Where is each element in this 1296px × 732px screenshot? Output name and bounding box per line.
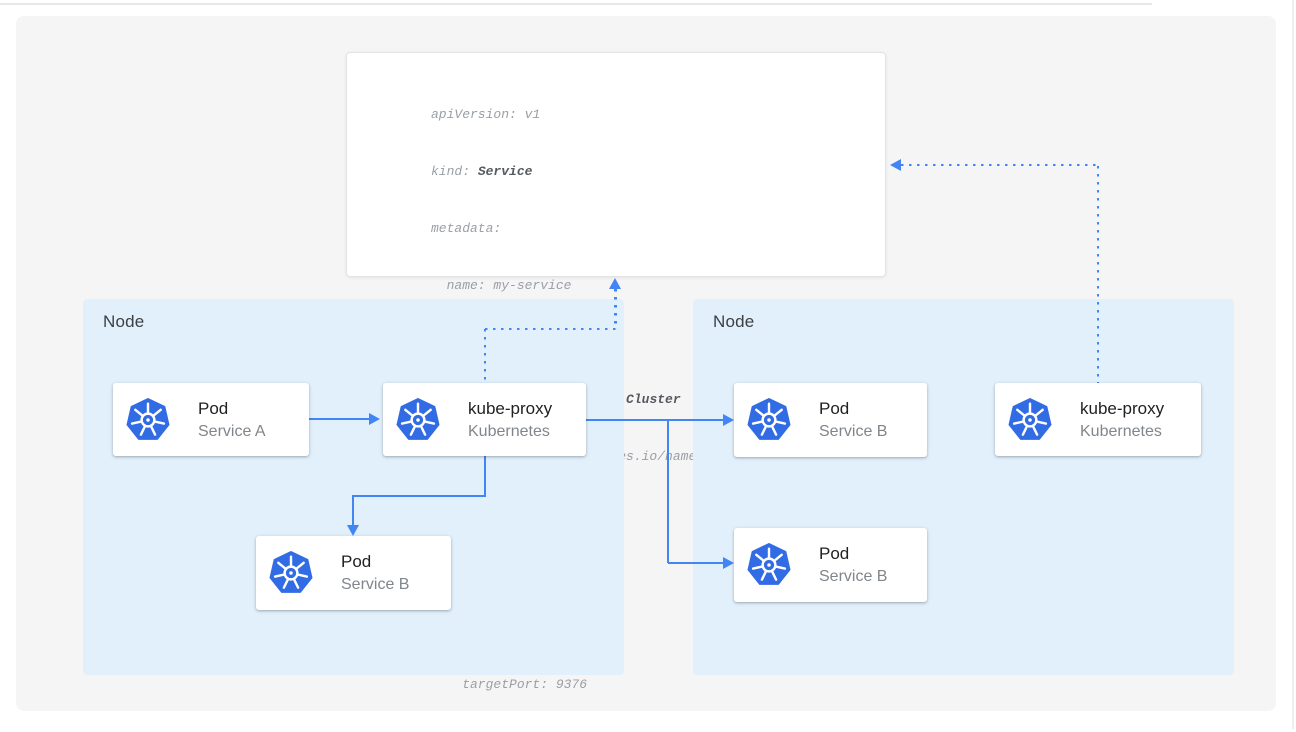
arrowhead-right-icon [723, 413, 734, 426]
card-subtitle: Service B [819, 568, 888, 585]
node-panel-right: Node [693, 299, 1234, 675]
arrowhead-left-icon [890, 158, 901, 171]
dotted-arrow-right-kube-proxy-vertical [1096, 166, 1099, 383]
arrow-kube-proxy-to-pod-b-left-horizontal [352, 494, 486, 498]
arrowhead-right-icon [369, 412, 380, 425]
service-yaml-card: apiVersion: v1 kind: Service metadata: n… [346, 52, 886, 692]
arrowhead-up-icon [609, 278, 621, 289]
card-pod-service-b-left: Pod Service B [256, 536, 451, 610]
node-label: Node [713, 312, 755, 331]
card-pod-service-b-right-bottom: Pod Service B [734, 528, 927, 602]
arrow-branch-to-pod-b-right-bottom [668, 561, 723, 565]
kubernetes-icon [126, 397, 170, 440]
dotted-arrow-left-horizontal [484, 327, 616, 330]
arrow-kube-proxy-down [483, 456, 487, 496]
node-label: Node [103, 312, 145, 331]
card-kube-proxy-left: kube-proxy Kubernetes [383, 383, 586, 456]
card-title: kube-proxy [468, 398, 553, 418]
dotted-arrow-left-kube-proxy-vertical [483, 329, 486, 383]
arrow-pod-a-to-kube-proxy [308, 417, 370, 421]
card-title: Pod [198, 398, 229, 418]
card-subtitle: Kubernetes [1080, 422, 1162, 440]
card-pod-service-b-right-top: Pod Service B [734, 383, 927, 457]
page-top-divider [0, 3, 1152, 5]
dotted-arrow-left-to-yaml [614, 289, 617, 329]
card-subtitle: Kubernetes [468, 422, 550, 440]
card-title: Pod [819, 544, 850, 563]
card-title: Pod [341, 552, 372, 571]
arrow-kube-proxy-to-pod-b-left-vertical [351, 495, 355, 525]
arrow-kube-proxy-to-right-node [586, 418, 723, 422]
card-title: Pod [819, 399, 850, 418]
yaml-line: apiVersion: v1 [431, 107, 541, 122]
yaml-line: name: my-service [431, 278, 572, 293]
card-subtitle: Service A [198, 422, 266, 440]
kubernetes-icon [747, 398, 791, 441]
kubernetes-icon [747, 543, 791, 586]
kubernetes-icon [1008, 397, 1052, 440]
node-panel-left: Node [83, 299, 624, 675]
card-title: kube-proxy [1080, 398, 1165, 418]
kubernetes-icon [396, 397, 440, 440]
arrow-branch-vertical [666, 420, 670, 563]
card-subtitle: Service B [341, 576, 410, 593]
page-right-divider [1292, 0, 1294, 729]
yaml-line: kind: Service [431, 164, 533, 179]
diagram-canvas: apiVersion: v1 kind: Service metadata: n… [16, 16, 1276, 711]
arrowhead-right-icon [723, 556, 734, 569]
arrowhead-down-icon [346, 525, 359, 536]
yaml-line: targetPort: 9376 [431, 677, 588, 692]
card-subtitle: Service B [819, 423, 888, 440]
kubernetes-icon [269, 551, 313, 594]
card-kube-proxy-right: kube-proxy Kubernetes [995, 383, 1201, 456]
card-pod-service-a: Pod Service A [113, 383, 309, 456]
yaml-line: metadata: [431, 221, 502, 236]
dotted-arrow-right-horizontal [901, 163, 1097, 167]
